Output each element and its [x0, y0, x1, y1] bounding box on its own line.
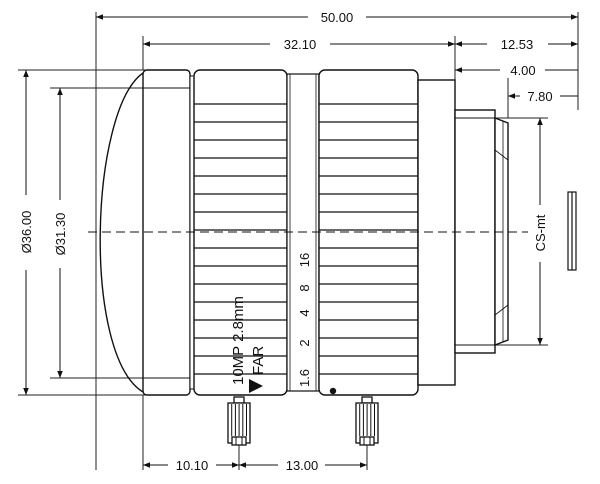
dim-body-length: 32.10 [284, 37, 317, 52]
aperture-scale-value: 8 [297, 284, 312, 291]
dim-mount-step: 4.00 [510, 63, 535, 78]
dim-screw-spacing: 13.00 [286, 458, 319, 473]
lens-body [99, 69, 509, 396]
index-dot [329, 387, 337, 395]
aperture-scale: 1.6 2 4 8 16 [297, 253, 312, 387]
front-element-dome [99, 72, 144, 393]
dim-flange-back: 7.80 [527, 89, 552, 104]
dimension-lines [23, 14, 578, 468]
grip-lines [194, 103, 418, 375]
aperture-scale-value: 2 [297, 339, 312, 346]
dim-front-to-screw: 10.10 [176, 458, 209, 473]
mount-type-label: CS-mt [533, 214, 548, 251]
aperture-scale-value: 16 [297, 253, 312, 267]
dim-mount-section: 12.53 [501, 37, 534, 52]
aperture-scale-value: 4 [297, 309, 312, 316]
far-arrow-icon [249, 379, 263, 393]
mount-collar [454, 109, 496, 354]
iris-lock-screw [355, 396, 379, 446]
far-label: FAR [250, 346, 267, 375]
rear-housing [417, 79, 456, 386]
aperture-scale-value: 1.6 [297, 369, 312, 387]
extension-lines [18, 12, 579, 470]
filter-icon [567, 191, 577, 271]
model-label: 10MP 2.8mm [230, 296, 247, 385]
focus-lock-screw [227, 396, 251, 446]
dim-overall-length: 50.00 [321, 10, 354, 25]
dim-outer-diameter: Ø36.00 [19, 211, 34, 254]
dim-front-diameter: Ø31.30 [53, 213, 68, 256]
